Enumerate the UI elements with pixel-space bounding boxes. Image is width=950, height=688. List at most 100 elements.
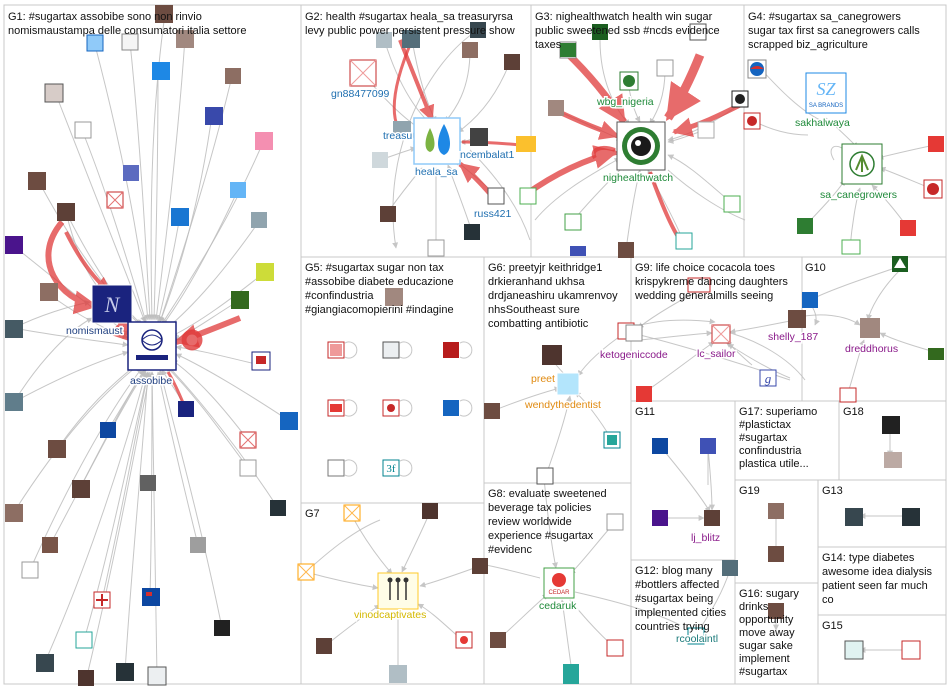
- node-avatar[interactable]: [44, 83, 64, 103]
- node-rcoolaintl[interactable]: [687, 627, 705, 645]
- node-avatar[interactable]: [389, 665, 407, 683]
- node-avatar[interactable]: [48, 440, 66, 458]
- node-avatar[interactable]: [484, 403, 500, 419]
- node-avatar[interactable]: [768, 546, 784, 562]
- node-avatar[interactable]: [372, 152, 388, 168]
- node-avatar-crossed[interactable]: [297, 563, 315, 581]
- node-avatar[interactable]: [28, 172, 46, 190]
- node-avatar[interactable]: [797, 218, 813, 234]
- node-preet[interactable]: [542, 345, 562, 365]
- node-avatar[interactable]: [618, 242, 634, 258]
- node-avatar[interactable]: [382, 341, 400, 359]
- node-avatar[interactable]: [5, 320, 23, 338]
- node-sa_canegrowers[interactable]: [841, 143, 883, 185]
- node-avatar[interactable]: [74, 121, 92, 139]
- node-avatar[interactable]: [844, 640, 864, 660]
- node-avatar[interactable]: [176, 30, 194, 48]
- node-avatar[interactable]: [516, 136, 532, 152]
- node-avatar[interactable]: [230, 182, 246, 198]
- node-avatar[interactable]: [548, 100, 564, 116]
- node-avatar[interactable]: [382, 459, 400, 477]
- node-avatar[interactable]: [152, 62, 170, 80]
- node-ketogeniccode[interactable]: [625, 324, 643, 342]
- node-avatar[interactable]: [225, 68, 241, 84]
- node-avatar[interactable]: [536, 467, 554, 485]
- node-dreddhorus[interactable]: [860, 318, 880, 338]
- node-avatar[interactable]: [86, 34, 104, 52]
- node-avatar[interactable]: [40, 283, 58, 301]
- node-avatar[interactable]: [402, 30, 420, 48]
- node-avatar[interactable]: [376, 32, 392, 48]
- node-avatar[interactable]: [687, 277, 711, 293]
- node-avatar[interactable]: [464, 224, 480, 240]
- node-avatar[interactable]: [504, 54, 520, 70]
- node-vinodcaptivates[interactable]: [377, 572, 419, 610]
- node-avatar[interactable]: [490, 632, 506, 648]
- node-lc_sailor[interactable]: [711, 324, 731, 344]
- node-nighealthwatch[interactable]: [616, 121, 666, 171]
- node-avatar[interactable]: [142, 588, 160, 606]
- node-avatar[interactable]: [427, 239, 445, 257]
- node-treasu[interactable]: [393, 121, 411, 139]
- node-ncembalat1[interactable]: [470, 128, 488, 146]
- node-avatar[interactable]: [768, 603, 784, 619]
- node-avatar[interactable]: [841, 239, 861, 255]
- node-avatar[interactable]: [443, 342, 459, 358]
- node-avatar[interactable]: [255, 132, 273, 150]
- node-avatar[interactable]: [592, 24, 608, 40]
- node-avatar[interactable]: [75, 631, 93, 649]
- node-avatar[interactable]: [270, 500, 286, 516]
- node-avatar[interactable]: [171, 208, 189, 226]
- node-avatar[interactable]: [563, 664, 579, 684]
- node-gn88477099[interactable]: [349, 59, 377, 87]
- node-cedaruk[interactable]: CEDAR: [543, 567, 575, 599]
- node-avatar[interactable]: [928, 136, 944, 152]
- node-avatar[interactable]: [251, 212, 267, 228]
- node-avatar[interactable]: [845, 508, 863, 526]
- node-avatar[interactable]: [123, 165, 139, 181]
- node-avatar[interactable]: [652, 438, 668, 454]
- node-avatar[interactable]: [839, 387, 857, 403]
- node-avatar[interactable]: [231, 291, 249, 309]
- node-avatar[interactable]: [316, 638, 332, 654]
- node-avatar[interactable]: [723, 195, 741, 213]
- node-assobibe[interactable]: [127, 321, 177, 371]
- node-avatar[interactable]: [570, 246, 586, 256]
- node-avatar[interactable]: [689, 23, 707, 41]
- node-avatar[interactable]: [385, 288, 403, 306]
- node-avatar[interactable]: [190, 537, 206, 553]
- node-avatar[interactable]: [472, 558, 488, 574]
- node-avatar[interactable]: [636, 386, 652, 402]
- node-avatar[interactable]: [78, 670, 94, 686]
- node-avatar[interactable]: [256, 263, 274, 281]
- node-avatar[interactable]: [422, 503, 438, 519]
- node-avatar[interactable]: [36, 654, 54, 672]
- node-avatar[interactable]: [100, 422, 116, 438]
- node-avatar[interactable]: [57, 203, 75, 221]
- node-avatar[interactable]: [380, 206, 396, 222]
- node-sakhalwaya[interactable]: SZ SA BRANDS: [805, 72, 847, 114]
- node-avatar[interactable]: [443, 400, 459, 416]
- node-avatar[interactable]: [214, 620, 230, 636]
- node-avatar[interactable]: [327, 459, 345, 477]
- node-avatar[interactable]: [700, 438, 716, 454]
- node-avatar[interactable]: [519, 187, 537, 205]
- node-avatar[interactable]: [928, 348, 944, 360]
- node-avatar[interactable]: [5, 393, 23, 411]
- node-avatar[interactable]: [675, 232, 693, 250]
- node-avatar[interactable]: [722, 560, 738, 576]
- node-avatar[interactable]: [121, 33, 139, 51]
- node-russ421[interactable]: [487, 187, 505, 205]
- node-avatar[interactable]: [759, 369, 777, 387]
- node-avatar[interactable]: [462, 42, 478, 58]
- node-avatar[interactable]: [5, 504, 23, 522]
- node-shelly_187[interactable]: [788, 310, 806, 328]
- node-avatar[interactable]: [280, 412, 298, 430]
- node-avatar[interactable]: [239, 459, 257, 477]
- node-avatar[interactable]: [606, 513, 624, 531]
- node-avatar[interactable]: [901, 640, 921, 660]
- node-avatar[interactable]: [140, 475, 156, 491]
- node-avatar[interactable]: [116, 663, 134, 681]
- node-avatar[interactable]: [21, 561, 39, 579]
- node-avatar[interactable]: [147, 666, 167, 686]
